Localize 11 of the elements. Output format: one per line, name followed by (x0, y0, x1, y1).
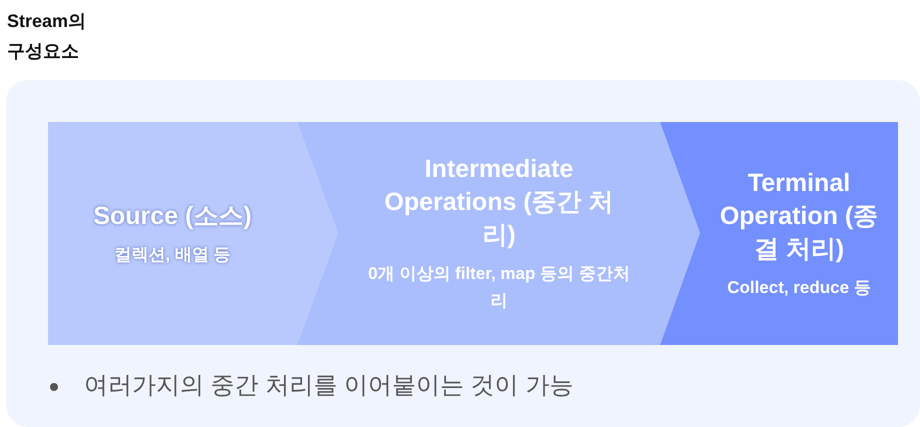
step-description: Collect, reduce 등 (727, 276, 871, 298)
step-description: 0개 이상의 filter, map 등의 중간처리 (367, 263, 631, 312)
step-description: 컬렉션, 배열 등 (114, 244, 231, 266)
chevron-step (660, 122, 898, 345)
chevron-step (297, 122, 700, 345)
bullet-text: 여러가지의 중간 처리를 이어붙이는 것이 가능 (84, 371, 574, 401)
step-title: Terminal Operation (종결 처리) (718, 168, 880, 264)
step-title: Source (소스) (93, 200, 252, 232)
step-title: Intermediate Operations (중간 처리) (383, 154, 615, 251)
title: Stream의 구성요소 (7, 10, 88, 63)
chevron-step (48, 122, 338, 345)
